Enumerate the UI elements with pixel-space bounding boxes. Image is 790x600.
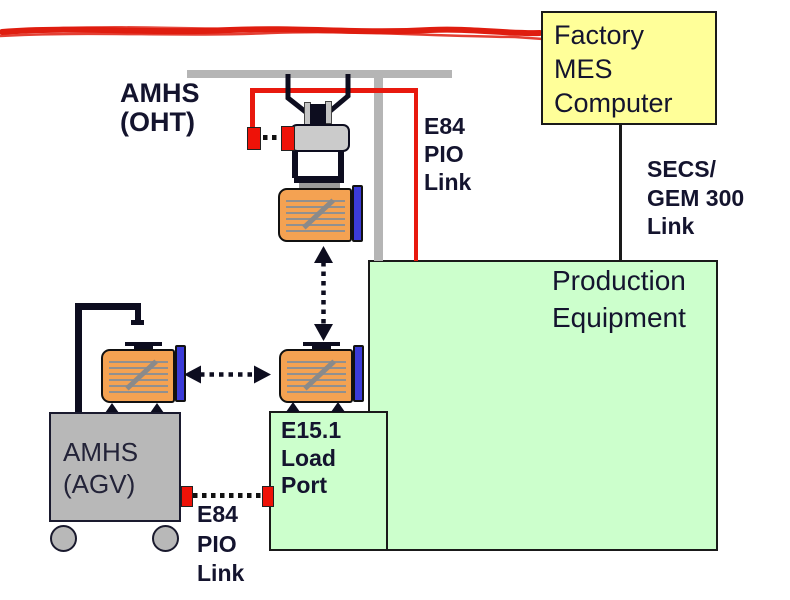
foup-oht — [278, 185, 363, 246]
transfer-arrow-vertical — [314, 246, 333, 341]
production-equipment-label: Production Equipment — [552, 265, 686, 333]
foup-handle-stem — [312, 345, 331, 350]
amhs-agv-label: AMHS (AGV) — [63, 437, 139, 499]
production-equipment-box — [368, 260, 718, 551]
foup-handle-stem — [134, 345, 153, 350]
oht-hoist-plate — [294, 176, 344, 183]
oht-hoist-strap-left — [292, 150, 298, 178]
oht-vehicle-body — [290, 124, 350, 152]
foup-load-port — [279, 342, 364, 403]
agv-wheel-left — [50, 525, 77, 552]
transfer-arrow-horizontal — [184, 365, 271, 384]
oht-hoist-strap-right — [338, 150, 344, 178]
foup-door — [175, 345, 186, 402]
foup-top-flange — [299, 183, 340, 188]
e84-cable-left-drop — [250, 88, 255, 130]
load-port-pin-left — [286, 402, 300, 412]
foup-handle — [125, 342, 162, 346]
agv-arm-beam — [75, 303, 141, 310]
foup-handle — [303, 342, 340, 346]
foup-door — [353, 345, 364, 402]
agv-wheel-right — [152, 525, 179, 552]
e84-cable-horizontal — [250, 88, 418, 93]
factory-mes-label: Factory MES Computer — [554, 20, 673, 118]
foup-body — [278, 188, 352, 242]
agv-arm-mast — [75, 303, 82, 413]
foup-agv — [101, 342, 186, 403]
e84-connector-load-port-side — [262, 486, 274, 507]
oht-gripper — [310, 104, 326, 127]
red-marker-scribble — [0, 26, 544, 41]
e84-connector-oht-vehicle — [281, 126, 295, 151]
amhs-agv-box: AMHS (AGV) — [49, 412, 181, 522]
rail-support-post — [374, 77, 383, 261]
load-port-box — [269, 411, 388, 551]
e84-connector-oht-side — [247, 127, 261, 150]
foup-door — [352, 185, 363, 242]
amhs-oht-label: AMHS (OHT) — [120, 78, 200, 137]
agv-arm-gripper — [131, 320, 144, 325]
e84-optical-beam-top — [263, 135, 281, 140]
oht-hanger-arms — [285, 74, 351, 115]
agv-pin-right — [150, 403, 164, 413]
foup-body — [279, 349, 353, 403]
factory-mes-box: Factory MES Computer — [541, 11, 717, 125]
oht-gripper-flange-right — [325, 101, 332, 124]
e84-connector-agv-side — [181, 486, 193, 507]
e84-pio-link-top-label: E84 PIO Link — [424, 113, 472, 195]
secs-gem-link-line — [619, 125, 622, 261]
foup-body — [101, 349, 175, 403]
secs-gem-link-label: SECS/ GEM 300 Link — [647, 156, 745, 239]
e84-cable-right-drop — [413, 88, 418, 261]
load-port-pin-right — [331, 402, 345, 412]
agv-pin-left — [105, 403, 119, 413]
oht-ceiling-rail — [187, 70, 452, 78]
load-port-label: E15.1 Load Port — [281, 417, 342, 498]
agv-arm-drop — [134, 303, 141, 324]
e84-optical-beam-bottom — [193, 493, 262, 498]
e84-pio-link-bottom-label: E84 PIO Link — [197, 501, 245, 586]
